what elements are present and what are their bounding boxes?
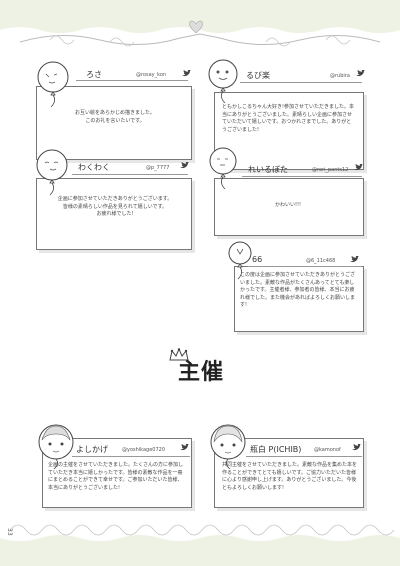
crown-icon bbox=[169, 348, 189, 361]
twitter-bird-icon bbox=[180, 162, 189, 169]
balloon-avatar-icon bbox=[228, 241, 252, 280]
card-divider bbox=[240, 82, 362, 83]
card-handle: @reri_pants12 bbox=[312, 167, 349, 173]
card-divider bbox=[246, 456, 362, 457]
card-message: ともかしこるちゃん大好き!参加させていただきました。本当にありがとうございました… bbox=[222, 104, 355, 133]
twitter-bird-icon bbox=[180, 444, 189, 451]
card-message: お互い絵をあらかじめ描きました。 このお礼を言いたいです。 bbox=[74, 110, 155, 124]
card-author-name: れいるぼた bbox=[248, 165, 288, 174]
card-author-name: わくわく bbox=[78, 163, 110, 172]
character-avatar-icon bbox=[210, 424, 246, 470]
card-divider bbox=[72, 456, 190, 457]
balloon-avatar-icon bbox=[37, 61, 69, 108]
twitter-bird-icon bbox=[352, 444, 361, 451]
card-message: 企画に参加させていただきありがとうございます。 皆様の素晴らしい作品を見られて嬉… bbox=[57, 196, 173, 217]
card-author-name: ろさ bbox=[86, 70, 102, 79]
card-divider bbox=[248, 266, 362, 267]
page-number: 33 bbox=[6, 528, 13, 536]
card-author-name: るび楽 bbox=[246, 71, 270, 80]
card-handle: @6_11c468 bbox=[306, 258, 336, 264]
card-author-name: よしかげ bbox=[76, 445, 108, 454]
twitter-bird-icon bbox=[354, 164, 363, 171]
card-author-name: 瓶白 P(ICHIB) bbox=[250, 445, 302, 454]
card-handle: @rosay_kon bbox=[136, 72, 167, 78]
card-handle: @p_7777 bbox=[146, 165, 170, 171]
top-lace-border bbox=[0, 0, 400, 47]
twitter-bird-icon bbox=[182, 70, 191, 77]
balloon-avatar-icon bbox=[209, 147, 237, 190]
twitter-bird-icon bbox=[350, 256, 359, 263]
twitter-bird-icon bbox=[356, 70, 365, 77]
section-title: 主催 bbox=[178, 360, 225, 385]
card-handle: @kamonof bbox=[314, 447, 341, 453]
card-author-name: 66 bbox=[252, 255, 263, 264]
card-handle: @rubira bbox=[330, 73, 350, 79]
card-divider bbox=[242, 176, 362, 177]
bottom-lace-border bbox=[0, 524, 400, 566]
card-message: 企画の主催をさせていただきました。たくさんの方に参加していただき本当に嬉しかった… bbox=[48, 462, 184, 491]
card-divider bbox=[72, 174, 188, 175]
card-handle: @yoshikage0720 bbox=[122, 447, 166, 453]
card-divider bbox=[76, 80, 188, 81]
balloon-avatar-icon bbox=[208, 59, 238, 104]
card-message: 共同主催をさせていただきました。素敵な作品を集めた本を作ることができてとても嬉し… bbox=[222, 462, 358, 491]
balloon-avatar-icon bbox=[36, 149, 68, 196]
card-message: かわいい!!! bbox=[274, 202, 301, 208]
character-avatar-icon bbox=[38, 424, 74, 470]
card-message: この度は企画に参加させていただきありがとうございました。素敵な作品がたくさんあっ… bbox=[240, 272, 356, 308]
